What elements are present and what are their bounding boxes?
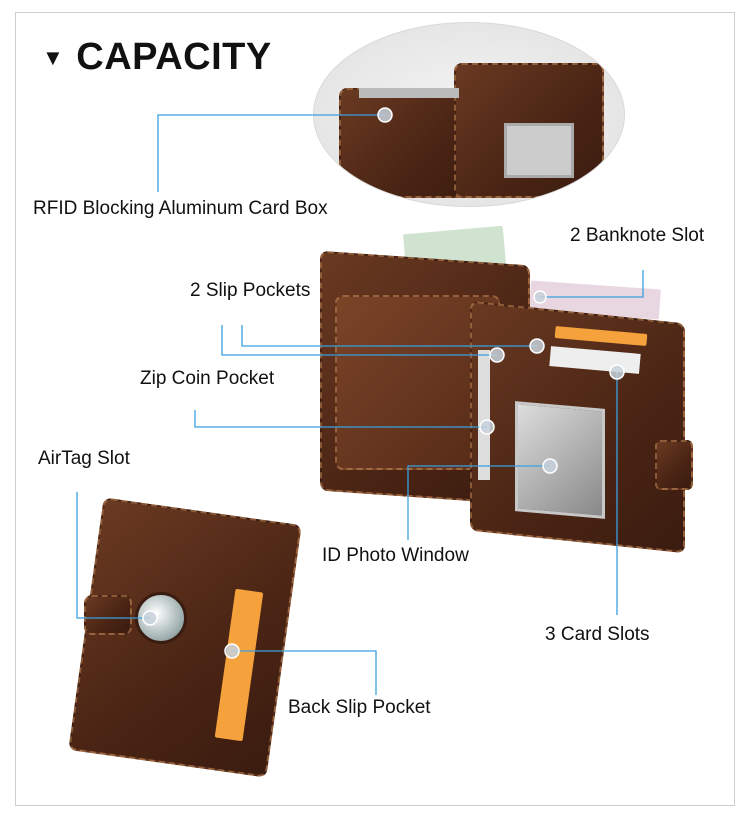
marker-dot — [609, 364, 625, 380]
page-title: ▼ CAPACITY — [42, 36, 272, 79]
leader-slip-1 — [221, 325, 497, 356]
label-back-slip-pocket: Back Slip Pocket — [288, 697, 431, 718]
label-id-photo-window: ID Photo Window — [322, 545, 469, 566]
marker-dot — [533, 290, 547, 304]
closed-snap-tab — [84, 595, 132, 635]
leader-zip — [194, 410, 487, 428]
magnified-card-box-view — [313, 22, 625, 207]
marker-dot — [479, 419, 495, 435]
triangle-down-icon: ▼ — [42, 44, 65, 70]
title-text: CAPACITY — [76, 36, 272, 78]
snap-tab — [655, 440, 693, 490]
zip-pocket — [478, 350, 490, 480]
id-window-detail — [504, 123, 574, 178]
label-zip-coin-pocket: Zip Coin Pocket — [140, 368, 275, 389]
marker-dot — [377, 107, 393, 123]
label-card-slots: 3 Card Slots — [545, 624, 650, 645]
marker-dot — [224, 643, 240, 659]
marker-dot — [529, 338, 545, 354]
marker-dot — [142, 610, 158, 626]
leader-banknote — [540, 270, 644, 298]
leader-back-slip — [232, 650, 377, 695]
leader-id — [407, 465, 550, 540]
leader-slip-2 — [241, 325, 537, 347]
label-banknote-slot: 2 Banknote Slot — [570, 225, 705, 246]
frame — [15, 12, 735, 806]
label-rfid: RFID Blocking Aluminum Card Box — [33, 198, 328, 219]
marker-dot — [489, 347, 505, 363]
label-airtag-slot: AirTag Slot — [38, 448, 130, 469]
leader-airtag — [76, 492, 150, 619]
aluminum-card-box — [359, 88, 459, 98]
leader-rfid — [157, 114, 385, 192]
marker-dot — [542, 458, 558, 474]
label-slip-pockets: 2 Slip Pockets — [190, 280, 311, 301]
